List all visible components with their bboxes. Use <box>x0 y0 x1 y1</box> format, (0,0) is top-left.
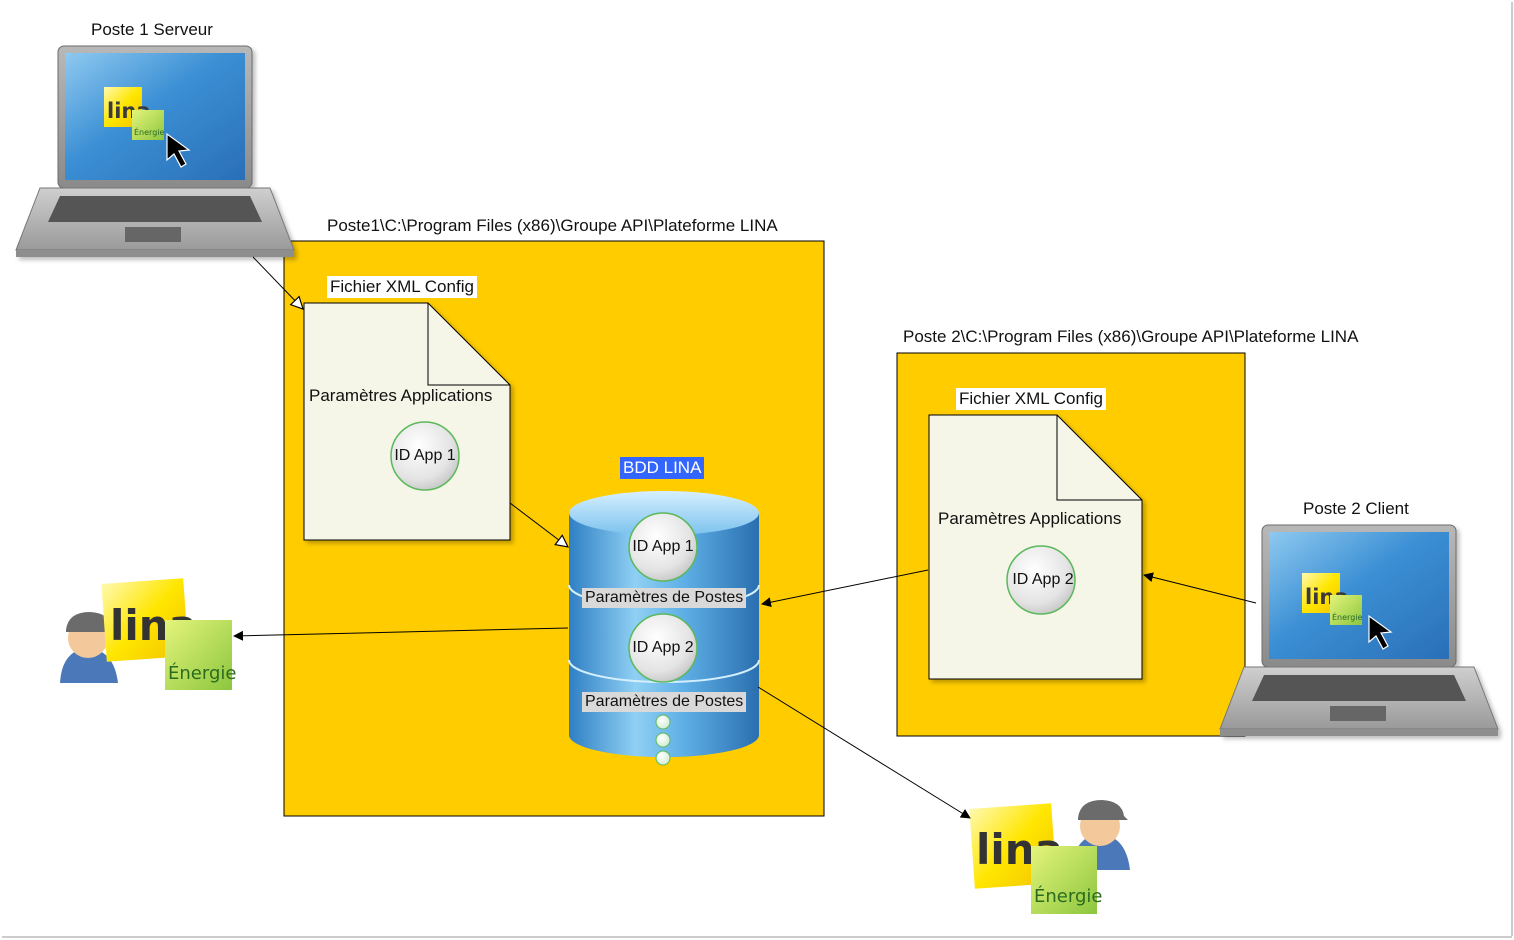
lina-logo-icon: lina Énergie <box>101 578 236 690</box>
path-poste1: Poste1\C:\Program Files (x86)\Groupe API… <box>327 216 778 235</box>
db-params-postes-2: Paramètres de Postes <box>582 692 747 712</box>
connector-xml-to-db <box>509 502 568 547</box>
id-app-1-doc-label: ID App 1 <box>394 447 456 464</box>
ellipsis-dot <box>655 750 671 766</box>
logo-sub-2: Énergie <box>1332 611 1362 622</box>
document-fold-icon <box>427 303 510 386</box>
connector-db-to-user-bottom <box>757 686 971 819</box>
xml-config-label-1: Fichier XML Config <box>327 276 477 298</box>
id-app-1-db-circle <box>628 512 698 582</box>
connector-xml2-to-db <box>761 569 929 608</box>
connector-server-to-xml <box>252 256 303 309</box>
lina-logo-icon: lina Énergie <box>1302 573 1362 625</box>
db-params-postes-1: Paramètres de Postes <box>582 588 747 608</box>
id-app-2-doc-label: ID App 2 <box>1012 571 1074 588</box>
client-title: Poste 2 Client <box>1303 499 1409 518</box>
logo-sub-3: Énergie <box>168 662 236 684</box>
connector-db-to-user-left <box>233 627 569 641</box>
xml-document-1 <box>303 302 511 541</box>
db-id-app-1-label: ID App 1 <box>632 538 694 555</box>
xml-config-label-2: Fichier XML Config <box>956 388 1106 410</box>
cursor-icon <box>166 132 191 168</box>
path-poste2: Poste 2\C:\Program Files (x86)\Groupe AP… <box>903 327 1359 346</box>
server-laptop-icon <box>15 45 295 257</box>
params-apps-label-2: Paramètres Applications <box>938 509 1122 528</box>
server-title: Poste 1 Serveur <box>91 20 213 39</box>
ellipsis-dot <box>655 714 671 730</box>
id-app-1-doc-circle <box>390 421 460 491</box>
client-laptop-icon <box>1219 524 1499 736</box>
document-fold-icon <box>1056 415 1142 501</box>
logo-sub-1: Énergie <box>134 126 164 137</box>
user-avatar-icon <box>60 612 118 683</box>
connector-client-to-xml2 <box>1143 572 1257 604</box>
ellipsis-dot <box>655 732 671 748</box>
cursor-icon <box>1368 614 1393 650</box>
db-id-app-2-label: ID App 2 <box>632 639 694 656</box>
params-apps-label-1: Paramètres Applications <box>309 386 493 405</box>
id-app-2-db-circle <box>628 613 698 683</box>
logo-sub-4: Énergie <box>1034 885 1102 907</box>
id-app-2-doc-circle <box>1006 545 1076 615</box>
bdd-label: BDD LINA <box>620 457 705 479</box>
lina-logo-icon: lina Énergie <box>969 803 1102 914</box>
lina-logo-icon: lina Énergie <box>104 87 164 140</box>
